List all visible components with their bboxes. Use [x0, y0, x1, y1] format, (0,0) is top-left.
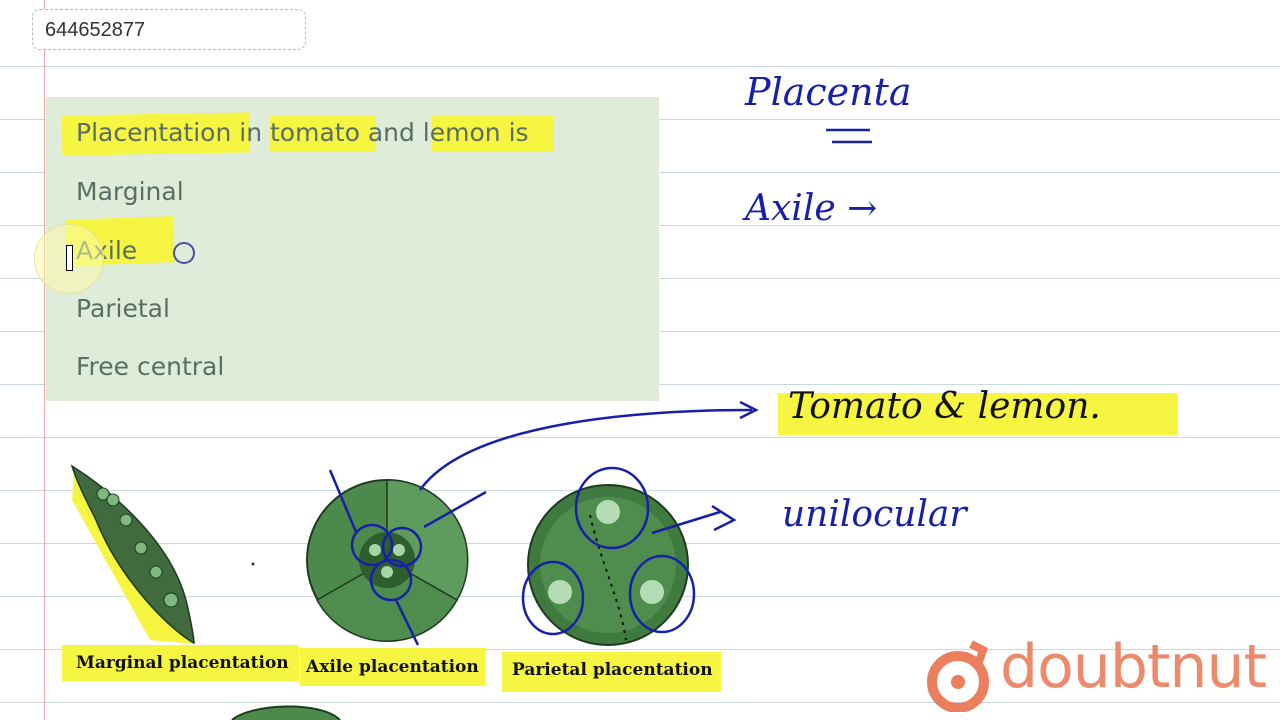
label-axile-placentation: Axile placentation — [300, 648, 485, 686]
axile-annotations — [328, 400, 759, 646]
note-unilocular: unilocular — [782, 494, 967, 535]
question-text: Placentation in tomato and lemon is — [76, 118, 529, 147]
doubtnut-logo-text: doubtnut — [1000, 632, 1267, 702]
free-central-partial — [231, 705, 341, 720]
highlight-tomato-lemon — [778, 393, 1178, 435]
option-parietal[interactable]: Parietal — [76, 294, 170, 323]
pea-seeds — [96, 487, 179, 608]
label-parietal-placentation: Parietal placentation — [502, 652, 721, 692]
radio-icon[interactable] — [173, 242, 195, 264]
note-tomato-lemon: Tomato & lemon. — [788, 386, 1101, 427]
notebook-margin-line — [44, 0, 45, 720]
option-marginal[interactable]: Marginal — [76, 177, 184, 206]
pea-pod-icon — [70, 464, 195, 645]
doubtnut-logo-icon[interactable] — [925, 638, 1255, 712]
placenta-underline — [826, 128, 872, 144]
note-axile: Axile → — [745, 188, 878, 229]
label-marginal-placentation: Marginal placentation — [62, 645, 299, 681]
note-placenta: Placenta — [745, 70, 912, 114]
parietal-annotations — [521, 466, 737, 636]
cursor-icon — [66, 245, 73, 271]
video-id-text: 644652877 — [45, 19, 146, 41]
highlight-tomato — [270, 116, 376, 152]
video-id-box[interactable]: 644652877 — [32, 9, 306, 50]
cursor-highlight — [34, 224, 104, 294]
dot — [251, 562, 255, 566]
highlight-lemon — [432, 116, 554, 152]
parietal-diagram — [527, 484, 689, 646]
option-free-central[interactable]: Free central — [76, 352, 225, 381]
